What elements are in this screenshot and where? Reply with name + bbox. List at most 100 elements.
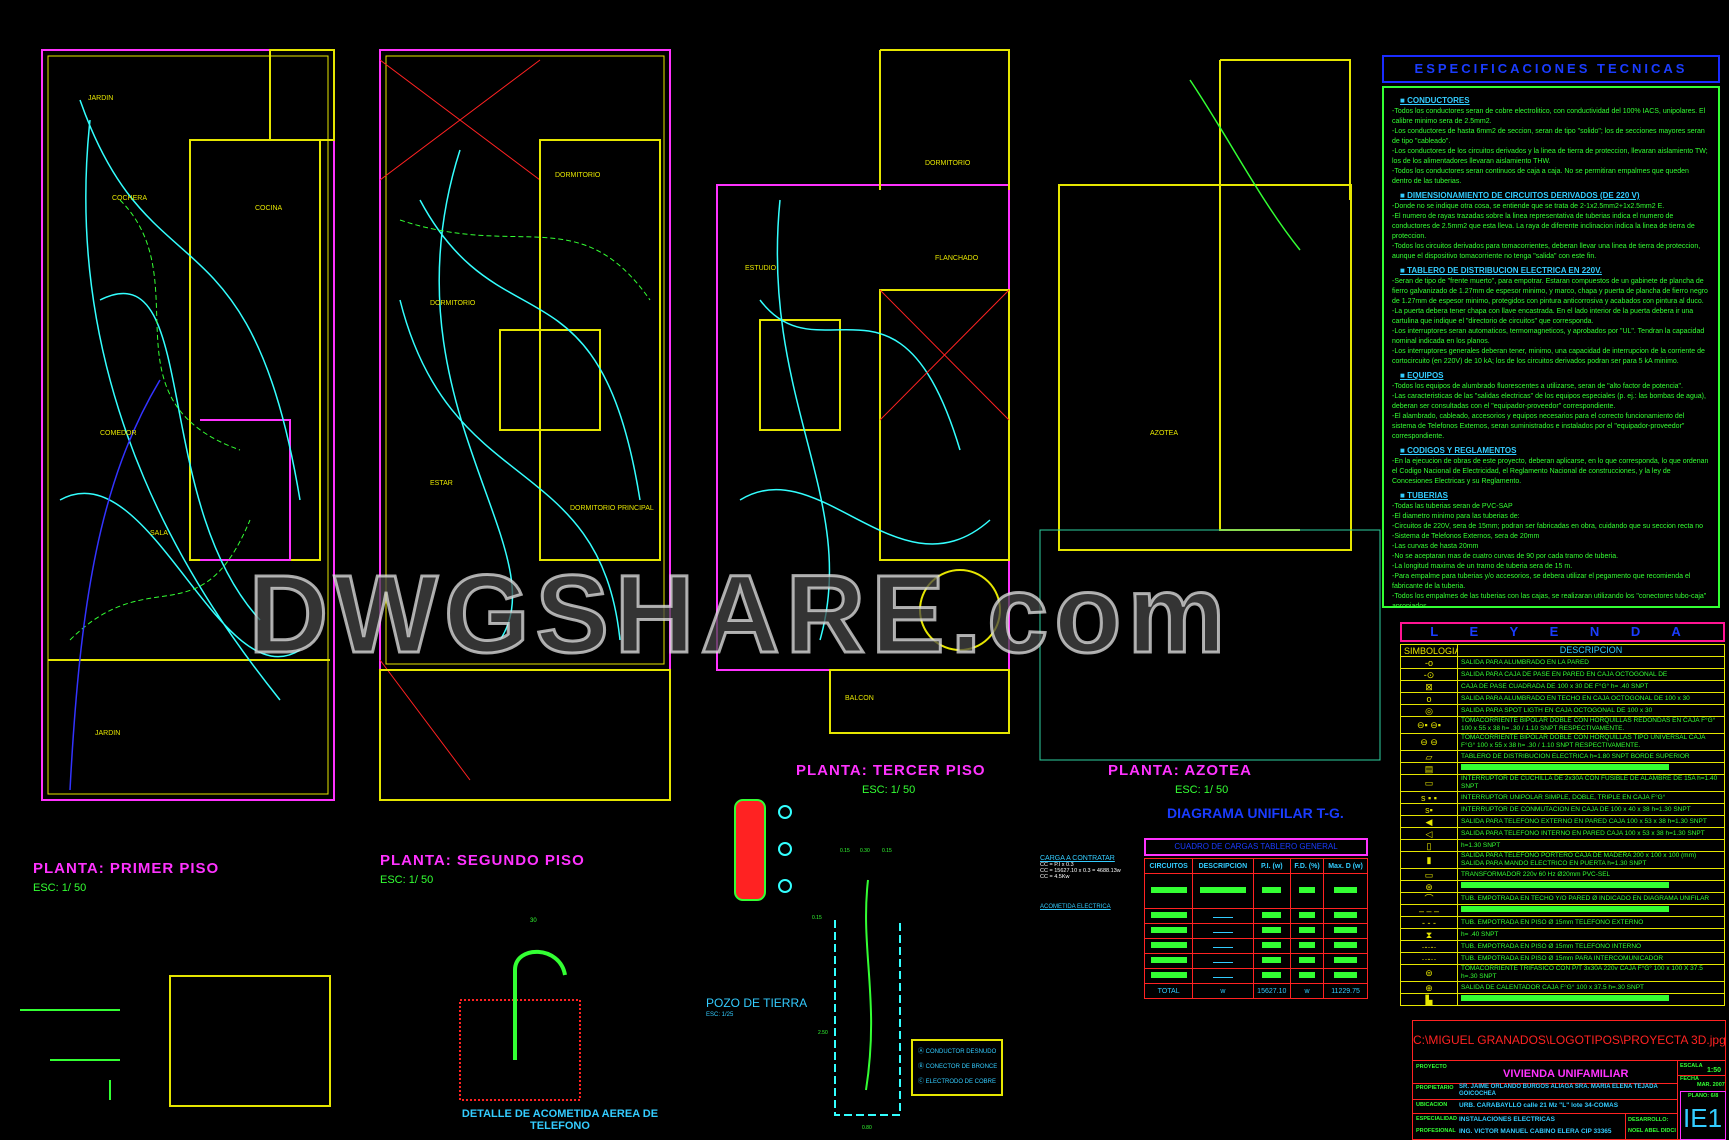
room-label: JARDIN <box>88 95 114 102</box>
dash <box>1212 961 1233 963</box>
logo-path: C:\MIGUEL GRANADOS\LOGOTIPOS\PROYECTA 3D… <box>1413 1021 1726 1061</box>
spec-line: -Los interruptores seran automaticos, te… <box>1392 328 1705 345</box>
floor-plan-tercer-piso <box>716 49 1010 734</box>
floor-plan-azotea <box>1039 59 1381 761</box>
plano-label: PLANO: 6/8 <box>1688 1093 1719 1099</box>
dim-label: 0.15 <box>812 915 822 921</box>
spec-line: -Todas las tuberias seran de PVC-SAP <box>1392 503 1513 510</box>
spec-line: -El diametro minimo para las tuberias de… <box>1392 513 1520 520</box>
legend-row: -⊙SALIDA PARA CAJA DE PASE EN PARED EN C… <box>1400 668 1725 681</box>
redacted-bar <box>1199 887 1246 893</box>
spec-line: -Los conductores de hasta 6mm2 de seccio… <box>1392 128 1705 145</box>
room-label: COCHERA <box>112 195 148 202</box>
spec-line: -Circuitos de 220V, sera de 15mm; podran… <box>1392 523 1704 530</box>
legend-symbol-icon: ▱ <box>1400 750 1458 763</box>
load-row <box>1143 938 1368 954</box>
legend-description <box>1457 904 1725 917</box>
dim-label: 30 <box>530 918 537 924</box>
carga-line: CC = P.I x 0.3 <box>1040 862 1074 868</box>
redacted-bar <box>1298 942 1316 948</box>
spec-line: -La puerta debera tener chapa con llave … <box>1392 308 1694 325</box>
redacted-bar <box>1262 942 1282 948</box>
spec-section-heading: DIMENSIONAMIENTO DE CIRCUITOS DERIVADOS … <box>1400 191 1710 200</box>
load-cell <box>1252 938 1292 954</box>
load-cell <box>1192 938 1254 954</box>
legend-symbol-icon: ⧗ <box>1400 928 1458 941</box>
legend-row: - - -TUB. EMPOTRADA EN PISO Ø 15mm TELEF… <box>1400 916 1725 929</box>
legend-description: TOMACORRIENTE BIPOLAR DOBLE CON HORQUILL… <box>1457 716 1725 734</box>
load-cell <box>1252 968 1292 984</box>
legend-row: ⊜TOMACORRIENTE TRIFASICO CON P/T 3x30A 2… <box>1400 964 1725 982</box>
redacted-bar <box>1150 972 1187 978</box>
redacted-bar <box>1461 906 1669 912</box>
load-cell <box>1252 873 1292 909</box>
legend-description: INTERRUPTOR UNIPOLAR SIMPLE, DOBLE, TRIP… <box>1457 791 1725 804</box>
spec-line: -Los conductores de los circuitos deriva… <box>1392 148 1708 165</box>
redacted-bar <box>1150 887 1187 893</box>
legend-symbol-icon: ·-·-· <box>1400 940 1458 953</box>
legend-symbol-icon: - - - <box>1400 916 1458 929</box>
spec-section-heading: TUBERIAS <box>1400 491 1710 500</box>
plan-title: PLANTA: AZOTEA <box>1108 762 1252 779</box>
load-cell <box>1323 923 1368 939</box>
spec-line: -Las curvas de hasta 20mm <box>1392 543 1479 550</box>
room-label: ESTUDIO <box>745 265 777 272</box>
acometida-title: DETALLE DE ACOMETIDA AEREA DE TELEFONO <box>461 1108 659 1132</box>
load-cell <box>1252 908 1292 924</box>
especialidad-label: ESPECIALIDAD <box>1416 1116 1457 1122</box>
load-cell <box>1252 953 1292 969</box>
legend-description: TUB. EMPOTRADA EN PISO Ø 15mm TELEFONO E… <box>1457 916 1725 929</box>
load-cell <box>1323 968 1368 984</box>
legend-description: TRANSFORMADOR 220v 60 Hz Ø20mm PVC-SEL <box>1457 868 1725 881</box>
room-label: BALCON <box>845 695 874 702</box>
legend-symbol-icon: ⊖▪ ⊖▪ <box>1400 716 1458 734</box>
legend-symbol-icon: ◁ <box>1400 827 1458 840</box>
load-col-header: CIRCUITOS <box>1143 858 1194 874</box>
redacted-bar <box>1461 882 1669 888</box>
fecha-value: MAR. 2007 <box>1697 1082 1725 1088</box>
dash <box>1212 976 1233 978</box>
spec-line: -Todos los conductores seran de cobre el… <box>1392 108 1706 125</box>
spec-line: -Todos los circuitos derivados para toma… <box>1392 243 1701 260</box>
load-cell <box>1290 873 1325 909</box>
spec-section-heading: CODIGOS Y REGLAMENTOS <box>1400 446 1710 455</box>
legend-description: SALIDA PARA TELEFONO EXTERNO EN PARED CA… <box>1457 815 1725 828</box>
pozo-key: Ⓐ CONDUCTOR DESNUDO Ⓑ CONECTOR DE BRONCE… <box>918 1046 997 1085</box>
title-block: C:\MIGUEL GRANADOS\LOGOTIPOS\PROYECTA 3D… <box>1412 1020 1726 1140</box>
pozo-title: POZO DE TIERRA <box>706 996 808 1010</box>
load-row <box>1143 873 1368 909</box>
legend-description: TUB. EMPOTRADA EN PISO Ø 15mm PARA INTER… <box>1457 952 1725 965</box>
load-cell <box>1192 953 1254 969</box>
spec-section-heading: CONDUCTORES <box>1400 96 1710 105</box>
legend-description: h=1.30 SNPT <box>1457 839 1725 852</box>
redacted-bar <box>1334 927 1357 933</box>
spec-section-heading: TABLERO DE DISTRIBUCION ELECTRICA EN 220… <box>1400 266 1710 275</box>
spec-line: -Seran de tipo de "frente muerto", para … <box>1392 278 1708 305</box>
legend-row: ·-·-·TUB. EMPOTRADA EN PISO Ø 15mm TELEF… <box>1400 940 1725 953</box>
legend-description: SALIDA PARA ALUMBRADO EN TECHO EN CAJA O… <box>1457 692 1725 705</box>
load-cell <box>1290 953 1325 969</box>
redacted-bar <box>1262 927 1282 933</box>
desarrollo-value: NOEL ABEL DIDCI <box>1628 1128 1676 1134</box>
legend-description: TOMACORRIENTE TRIFASICO CON P/T 3x30A 22… <box>1457 964 1725 982</box>
dash <box>1212 931 1233 933</box>
legend-row: s ▪ ▪INTERRUPTOR UNIPOLAR SIMPLE, DOBLE,… <box>1400 791 1725 804</box>
load-row <box>1143 923 1368 939</box>
dim-label: 2.50 <box>818 1030 828 1036</box>
legend-title: L E Y E N D A <box>1400 622 1725 642</box>
redacted-bar <box>1298 887 1316 893</box>
desarrollo-label: DESARROLLO: <box>1628 1117 1669 1123</box>
ubicacion-value: URB. CARABAYLLO calle 21 Mz "L" lote 34-… <box>1459 1102 1619 1109</box>
plan-title: PLANTA: PRIMER PISO <box>33 860 220 877</box>
load-cell <box>1192 873 1254 909</box>
load-table-panel: CUADRO DE CARGAS TABLERO GENERAL CIRCUIT… <box>1143 838 1368 999</box>
pozo-key-item: Ⓑ CONECTOR DE BRONCE <box>918 1064 998 1070</box>
legend-symbol-icon: ⊠ <box>1400 680 1458 693</box>
legend-row: ⊖▪ ⊖▪TOMACORRIENTE BIPOLAR DOBLE CON HOR… <box>1400 716 1725 734</box>
load-cell <box>1143 923 1194 939</box>
plano-number: IE1 <box>1683 1103 1723 1133</box>
legend-description: h= .40 SNPT <box>1457 928 1725 941</box>
load-cell <box>1192 968 1254 984</box>
